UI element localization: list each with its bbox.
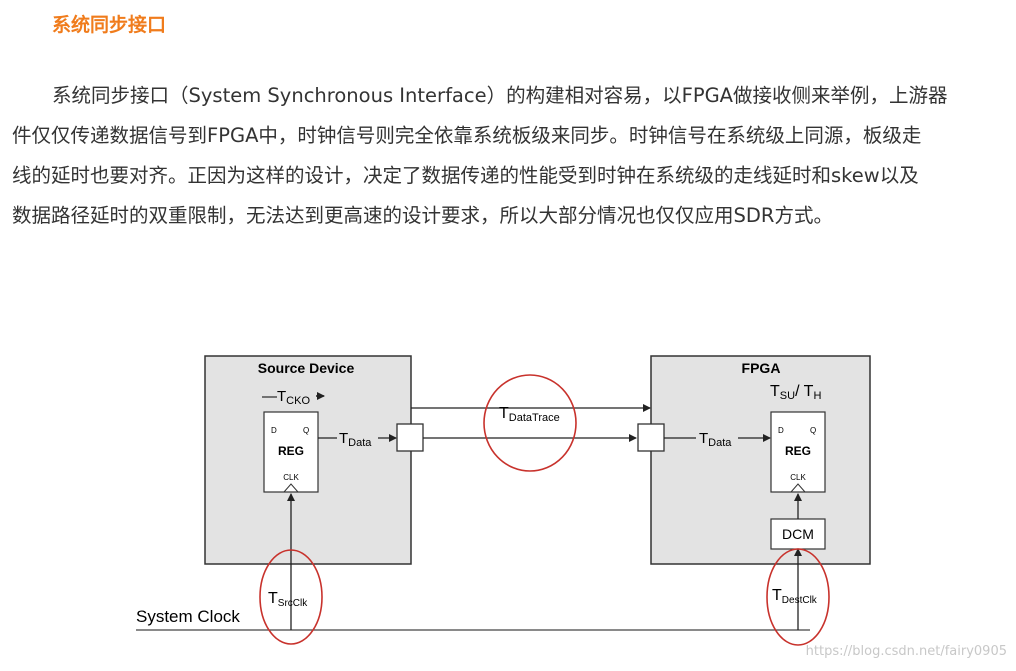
source-device-title: Source Device [258,360,355,376]
source-reg-q: Q [303,426,309,435]
fpga-reg-box [770,411,826,493]
fpga-input-pad [637,423,665,452]
tcko-label: —TCKO [262,388,310,407]
dcm-label: DCM [782,526,814,542]
paragraph-line: 系统同步接口（System Synchronous Interface）的构建相… [52,84,948,107]
source-reg-clock-notch [283,483,299,493]
srcclk-label: TSrcClk [268,590,308,609]
system-clock-label: System Clock [136,607,240,626]
fpga-box [650,355,871,565]
fpga-reg-q: Q [810,426,816,435]
fpga-reg-name: REG [785,444,811,458]
body-paragraph: 系统同步接口（System Synchronous Interface）的构建相… [12,76,1006,236]
source-reg-clk: CLK [283,473,299,482]
section-heading: 系统同步接口 [52,14,167,36]
paragraph-line: 数据路径延时的双重限制，无法达到更高速的设计要求，所以大部分情况也仅仅应用SDR… [12,204,833,227]
fpga-reg-clk: CLK [790,473,806,482]
source-output-pad [396,423,424,452]
fpga-title: FPGA [742,360,781,376]
fpga-tdata-label: TData [699,430,732,449]
fpga-reg-d: D [778,426,784,435]
fpga-reg-clock-notch [790,483,806,493]
datatrace-circle [483,374,577,472]
source-tdata-label: TData [339,430,372,449]
paragraph-line: 件仅仅传递数据信号到FPGA中，时钟信号则完全依靠系统板级来同步。时钟信号在系统… [12,124,922,147]
srcclk-circle [259,549,323,645]
destclk-label: TDestClk [772,587,818,606]
watermark-text: https://blog.csdn.net/fairy0905 [806,644,1007,659]
datatrace-label: TDataTrace [499,405,560,424]
paragraph-line: 线的延时也要对齐。正因为这样的设计，决定了数据传递的性能受到时钟在系统级的走线延… [12,164,919,187]
dcm-box [770,518,826,550]
source-reg-d: D [271,426,277,435]
destclk-circle [766,548,830,646]
tsu-th-label: TSU/ TH [770,383,821,402]
source-reg-box [263,411,319,493]
source-reg-name: REG [278,444,304,458]
